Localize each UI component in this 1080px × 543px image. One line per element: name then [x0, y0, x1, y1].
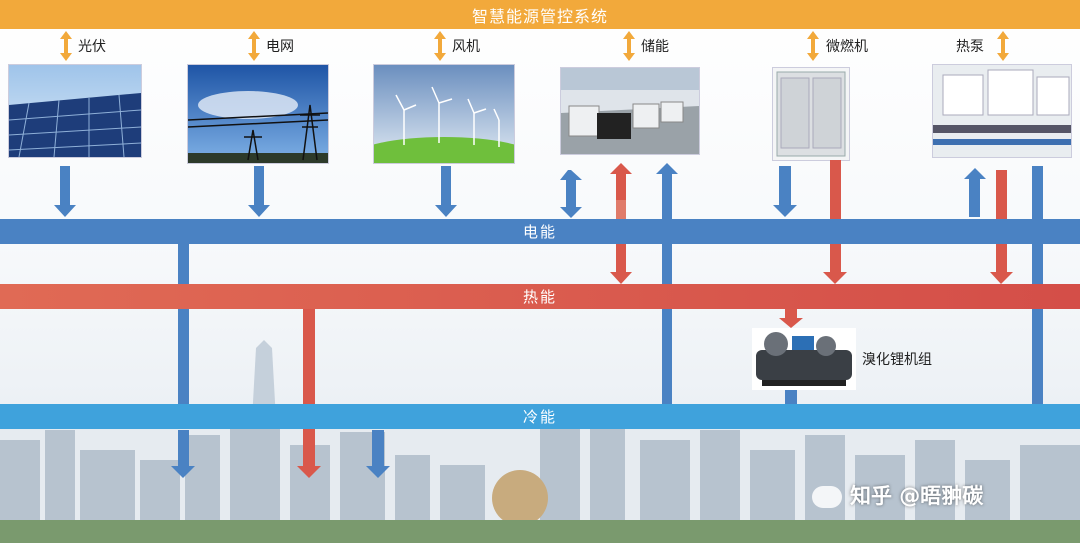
- electric-down-to-city-arrow-1: [171, 430, 195, 478]
- heat-band-label: 热能: [522, 288, 557, 306]
- system-title: 智慧能源管控系统: [471, 6, 608, 26]
- energy-storage-image: [560, 67, 700, 155]
- electric-energy-band: 电能: [0, 219, 1080, 244]
- heat-to-city-arrow: [297, 309, 321, 478]
- microturbine-image: [772, 67, 850, 161]
- source-label-wind: 风机: [452, 39, 480, 55]
- heat-to-chiller-arrow: [779, 309, 803, 328]
- cold-energy-band: 冷能: [0, 404, 1080, 429]
- wind-to-electric-arrow: [435, 166, 457, 217]
- storage-heat-up-arrow: [610, 163, 632, 200]
- electric-band-label: 电能: [522, 223, 557, 241]
- source-label-storage: 储能: [641, 39, 669, 55]
- electric-to-heatpump-up-arrow: [964, 168, 986, 217]
- electric-to-cold-column: [178, 244, 189, 404]
- microturbine-to-electric-arrow: [773, 166, 797, 217]
- heat-pump-image: [932, 64, 1072, 158]
- electric-to-storage-up-arrow: [656, 163, 678, 244]
- source-label-pv: 光伏: [78, 39, 106, 55]
- source-label-grid: 电网: [266, 39, 294, 55]
- watermark-text: 知乎 @晤翀碳: [850, 484, 984, 508]
- heat-to-storage-down-arrow: [610, 244, 632, 284]
- pv-to-electric-arrow: [54, 166, 76, 217]
- watermark: 知乎 @晤翀碳: [812, 480, 983, 510]
- watermark-icon: [812, 486, 842, 508]
- chiller-label: 溴化锂机组: [862, 352, 932, 368]
- chiller-to-cold-arrow: [785, 388, 797, 404]
- power-grid-image: [187, 64, 329, 164]
- city-skyline-background: [0, 420, 1080, 543]
- grid-to-electric-arrow: [248, 166, 270, 217]
- cold-band-label: 冷能: [522, 408, 557, 426]
- wind-turbine-image: [373, 64, 515, 164]
- cold-to-city-arrow: [366, 430, 390, 478]
- absorption-chiller-image: [752, 328, 856, 390]
- storage-electric-bidirectional-arrow: [560, 170, 582, 218]
- storage-cold-column: [662, 244, 672, 404]
- tall-tower-background: [252, 340, 276, 420]
- heat-energy-band: 热能: [0, 284, 1080, 309]
- source-label-microturbine: 微燃机: [826, 39, 868, 55]
- source-label-heatpump: 热泵: [956, 39, 984, 55]
- solar-panel-image: [8, 64, 142, 158]
- system-title-bar: 智慧能源管控系统: [0, 0, 1080, 29]
